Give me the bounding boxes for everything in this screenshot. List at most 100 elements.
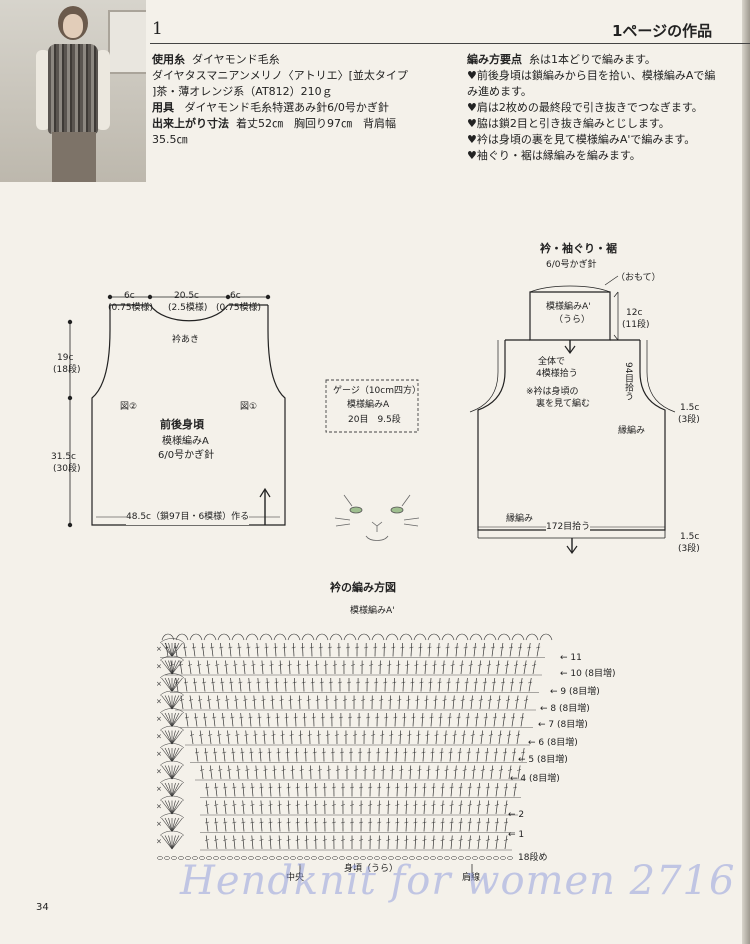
pattern-number: 1 [152, 19, 163, 39]
svg-text:×: × [156, 715, 162, 723]
points-label: 編み方要点 [467, 53, 522, 66]
upper-height: 19c [57, 353, 74, 363]
tool-value: ダイヤモンド毛糸特選あみ針6/0号かぎ針 [184, 101, 389, 114]
collar-height: 12c [626, 308, 643, 318]
lower-height: 31.5c [51, 452, 76, 462]
figure-1-label: 図① [240, 402, 258, 412]
upper-height-sub: (18段) [53, 365, 81, 375]
size-row: 出来上がり寸法 着丈52㎝ 胸回り97㎝ 背肩幅 [152, 116, 396, 131]
yarn-line-1: ダイヤタスマニアンメリノ〈アトリエ〉[並太タイプ [152, 69, 408, 82]
size-value: 着丈52㎝ 胸回り97㎝ 背肩幅 [236, 117, 396, 130]
points-intro: 糸は1本どりで編みます。 [529, 53, 656, 66]
svg-text:×: × [156, 820, 162, 828]
armhole-pick: 94目拾う [623, 362, 633, 401]
center-label: 中央 [286, 873, 305, 883]
armhole-width-sub: (3段) [678, 415, 700, 425]
point-item: ♥衿は身頃の裏を見て模様編みA'で編みます。 [467, 133, 696, 146]
yarn-line-2: ]茶・薄オレンジ系（AT812）210ｇ [152, 85, 333, 98]
armhole-edge: 縁編み [618, 426, 646, 436]
size-value-2: 35.5㎝ [152, 133, 188, 146]
header-rule [150, 43, 750, 44]
chart-subtitle: 模様編みA' [350, 606, 395, 616]
bottom-row-label: 18段め [518, 853, 548, 863]
gauge-line-3: 20目 9.5段 [348, 415, 401, 425]
row-label: ← 6 (8目増) [528, 738, 578, 748]
top-mid-dim-sub: (2.5模様) [168, 303, 208, 313]
point-item: み進めます。 [467, 85, 532, 98]
row-label: ← 9 (8目増) [550, 687, 600, 697]
page-spine [742, 0, 750, 944]
svg-text:×: × [156, 680, 162, 688]
page-title: 1ページの作品 [612, 22, 713, 40]
svg-text:×: × [156, 698, 162, 706]
collar-title: 衿・袖ぐり・裾 [540, 242, 617, 255]
model-photo [0, 0, 146, 182]
collar-hook: 6/0号かぎ針 [546, 260, 597, 270]
collar-height-sub: (11段) [622, 320, 650, 330]
svg-text:×: × [156, 750, 162, 758]
yarn-row: 使用糸 ダイヤモンド毛糸 [152, 52, 280, 67]
row-label: ← 7 (8目増) [538, 720, 588, 730]
top-left-dim: 6c [124, 291, 135, 301]
points-row: 編み方要点 糸は1本どりで編みます。 [467, 52, 656, 67]
neck-label: 衿あき [172, 335, 200, 345]
svg-text:×: × [156, 838, 162, 846]
size-label: 出来上がり寸法 [152, 117, 229, 130]
collar-note-2: 裏を見て編む [536, 399, 591, 409]
gauge-line-2: 模様編みA [347, 400, 390, 410]
collar-note-1: ※衿は身頃の [526, 387, 579, 397]
stitch-chart: × × × × × × × × × × × × [156, 633, 553, 878]
tool-row: 用具 ダイヤモンド毛糸特選あみ針6/0号かぎ針 [152, 100, 389, 115]
hem-edge: 縁編み [506, 514, 534, 524]
collar-ura: （うら） [554, 315, 591, 325]
gauge-box [325, 379, 419, 433]
row-label: ← 8 (8目増) [540, 704, 590, 714]
svg-text:×: × [156, 785, 162, 793]
armhole-width: 1.5c [680, 403, 700, 413]
top-right-dim: 6c [230, 291, 241, 301]
top-left-dim-sub: (0.75模様) [108, 303, 154, 313]
yarn-maker: ダイヤモンド毛糸 [192, 53, 280, 66]
svg-text:×: × [156, 663, 162, 671]
point-item: ♥脇は鎖2目と引き抜き編みとじします。 [467, 117, 670, 130]
back-label: 身頃（うら） [344, 864, 399, 874]
body-title: 前後身頃 [160, 418, 204, 431]
point-item: ♥前後身頃は鎖編みから目を拾い、模様編みAで編 [467, 69, 716, 82]
svg-text:×: × [156, 768, 162, 776]
row-label: ← 4 (8目増) [510, 774, 560, 784]
page-number: 34 [36, 902, 49, 913]
all-around-1: 全体で [538, 357, 566, 367]
top-right-dim-sub: (0.75模様) [216, 303, 262, 313]
point-item: ♥肩は2枚めの最終段で引き抜きでつなぎます。 [467, 101, 703, 114]
row-label: ← 1 [508, 830, 525, 840]
svg-text:×: × [156, 803, 162, 811]
hem-width-sub: (3段) [678, 544, 700, 554]
row-label: ← 5 (8目増) [518, 755, 568, 765]
watermark: Hendknit for women 2716 [180, 858, 736, 904]
tool-label: 用具 [152, 101, 174, 114]
body-hook: 6/0号かぎ針 [158, 450, 215, 461]
shoulder-label: 肩線 [462, 873, 481, 883]
yarn-label: 使用糸 [152, 53, 185, 66]
all-around-2: 4模様拾う [536, 369, 578, 379]
top-mid-dim: 20.5c [174, 291, 199, 301]
row-label: ← 10 (8目増) [560, 669, 616, 679]
body-panel-diagram [67, 294, 286, 528]
svg-text:×: × [156, 733, 162, 741]
collar-pattern: 模様編みA' [546, 302, 591, 312]
chart-title: 衿の編み方図 [330, 581, 396, 594]
hem-width: 1.5c [680, 532, 700, 542]
row-label: ← 11 [560, 653, 582, 663]
figure-2-label: 図② [120, 402, 138, 412]
gauge-line-1: ゲージ（10cm四方） [333, 386, 421, 396]
hem-pick: 172目拾う [546, 520, 591, 535]
point-item: ♥袖ぐり・裾は縁編みを編みます。 [467, 149, 641, 162]
body-bottom-dim: 48.5c（鎖97目・6模様）作る [126, 510, 250, 525]
row-label: ← 2 [508, 810, 525, 820]
cat-illustration [334, 494, 420, 541]
svg-text:×: × [156, 645, 162, 653]
body-pattern: 模様編みA [162, 436, 209, 447]
lower-height-sub: (30段) [53, 464, 81, 474]
